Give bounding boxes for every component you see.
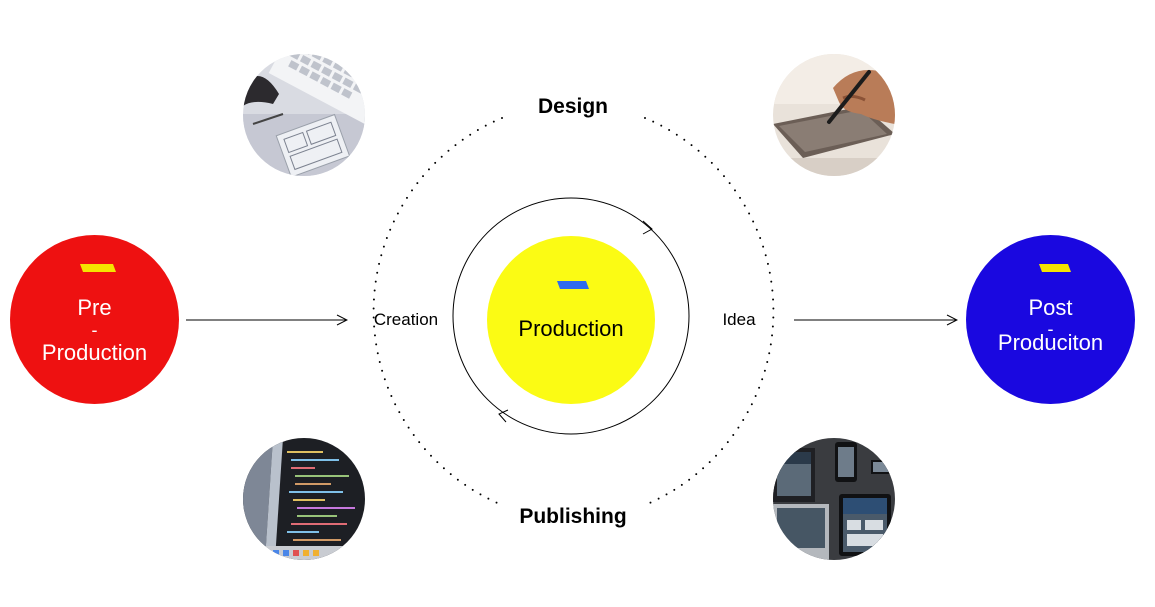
pre-label-line1: Pre	[77, 295, 112, 320]
cycle-arrow-top-right	[642, 220, 653, 235]
production-accent-mark	[557, 281, 589, 289]
post-label-line3: Produciton	[997, 330, 1104, 355]
cycle-label-design: Design	[537, 95, 608, 118]
cycle-label-creation: Creation	[373, 310, 439, 329]
inner-cycle-ring	[452, 197, 690, 435]
pre-accent-mark	[80, 264, 116, 272]
pre-label-dash: -	[91, 320, 98, 340]
post-label-dash: -	[1047, 319, 1054, 339]
cycle-label-publishing: Publishing	[519, 505, 627, 528]
post-production-circle: Post - Produciton	[966, 235, 1135, 404]
code-screen-photo	[243, 438, 365, 560]
responsive-devices-photo	[773, 438, 895, 560]
production-label: Production	[518, 316, 624, 341]
tablet-stylus-photo	[773, 54, 895, 176]
pre-label-line3: Production	[41, 340, 148, 365]
pre-production-circle: Pre - Production	[10, 235, 179, 404]
post-accent-mark	[1039, 264, 1071, 272]
keyboard-wireframe-photo	[243, 54, 365, 176]
cycle-arrow-bottom-left	[498, 409, 509, 423]
post-label-line1: Post	[1028, 295, 1073, 320]
production-circle: Production	[487, 236, 655, 404]
cycle-label-idea: Idea	[722, 310, 756, 329]
